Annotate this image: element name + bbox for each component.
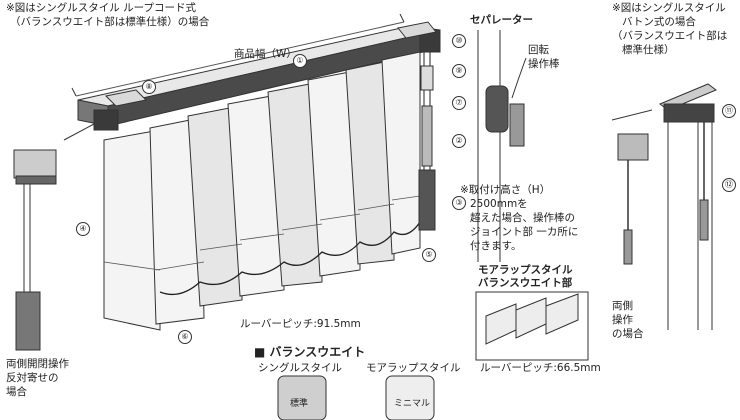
separator-title: セパレーター	[470, 14, 533, 26]
callout-8: ⑧	[142, 80, 156, 94]
weight-standard-label: 標準	[290, 399, 309, 409]
louver-pitch-main: ルーバーピッチ:91.5mm	[240, 318, 361, 330]
both-open-line-2: 反対寄せの	[6, 372, 59, 384]
callout-12: ⑫	[722, 178, 736, 192]
callout-7: ⑦	[452, 96, 466, 110]
bracket-right	[397, 21, 437, 39]
install-height-line-3: 超えた場合、操作棒の	[470, 212, 575, 224]
moire-title-line-2: バランスウエイト部	[478, 277, 573, 289]
both-ops-line-2: 操作	[612, 314, 633, 326]
callout-2: ②	[452, 134, 466, 148]
rotation-rod-line-1: 回転	[528, 44, 549, 56]
balance-weight-heading: ■ バランスウエイト	[254, 345, 366, 359]
callout-4: ④	[76, 222, 90, 236]
louver-pitch-moire: ルーバーピッチ:66.5mm	[480, 362, 601, 374]
louvers	[103, 51, 421, 331]
callout-6: ⑥	[178, 330, 192, 344]
moire-title-line-1: モアラップスタイル	[478, 264, 573, 276]
callout-10: ⑩	[452, 34, 466, 48]
note-baton-line-3: （バランスウエイト部は	[612, 30, 728, 42]
both-ops-line-1: 両側	[612, 300, 633, 312]
install-height-line-4: ジョイント部 一カ所に	[470, 226, 579, 238]
callout-11: ⑪	[722, 104, 736, 118]
bracket-left	[104, 89, 148, 107]
weight-minimal-label: ミニマル	[394, 399, 431, 409]
both-open-line-3: 場合	[6, 386, 27, 398]
callout-9: ⑨	[452, 64, 466, 78]
callout-1: ①	[293, 54, 307, 68]
note-loop-cord-line-2: （バランスウエイト部は標準仕様）の場合	[10, 16, 210, 28]
moire-style-label: モアラップスタイル	[366, 362, 461, 374]
note-baton-line-2: バトン式の場合	[622, 16, 696, 28]
callout-3: ③	[452, 196, 466, 210]
callout-5: ⑤	[422, 248, 436, 262]
note-baton-line-1: ※図はシングルスタイル	[612, 2, 726, 14]
single-style-label: シングルスタイル	[258, 362, 342, 374]
both-ops-line-3: の場合	[612, 328, 644, 340]
install-height-line-2: 2500mmを	[470, 198, 528, 210]
product-width-label: 商品幅（W）	[234, 48, 297, 60]
note-loop-cord-line-1: ※図はシングルスタイル ループコード式	[6, 2, 197, 14]
install-height-line-5: 付きます。	[470, 240, 522, 252]
note-baton-line-4: 標準仕様）	[622, 44, 675, 56]
both-open-line-1: 両側開閉操作	[6, 358, 69, 370]
weight-right	[418, 169, 436, 231]
install-height-line-1: ※取付け高さ（H）	[460, 184, 551, 196]
bottom-chain	[159, 221, 421, 296]
rotation-rod-line-2: 操作棒	[528, 58, 560, 70]
